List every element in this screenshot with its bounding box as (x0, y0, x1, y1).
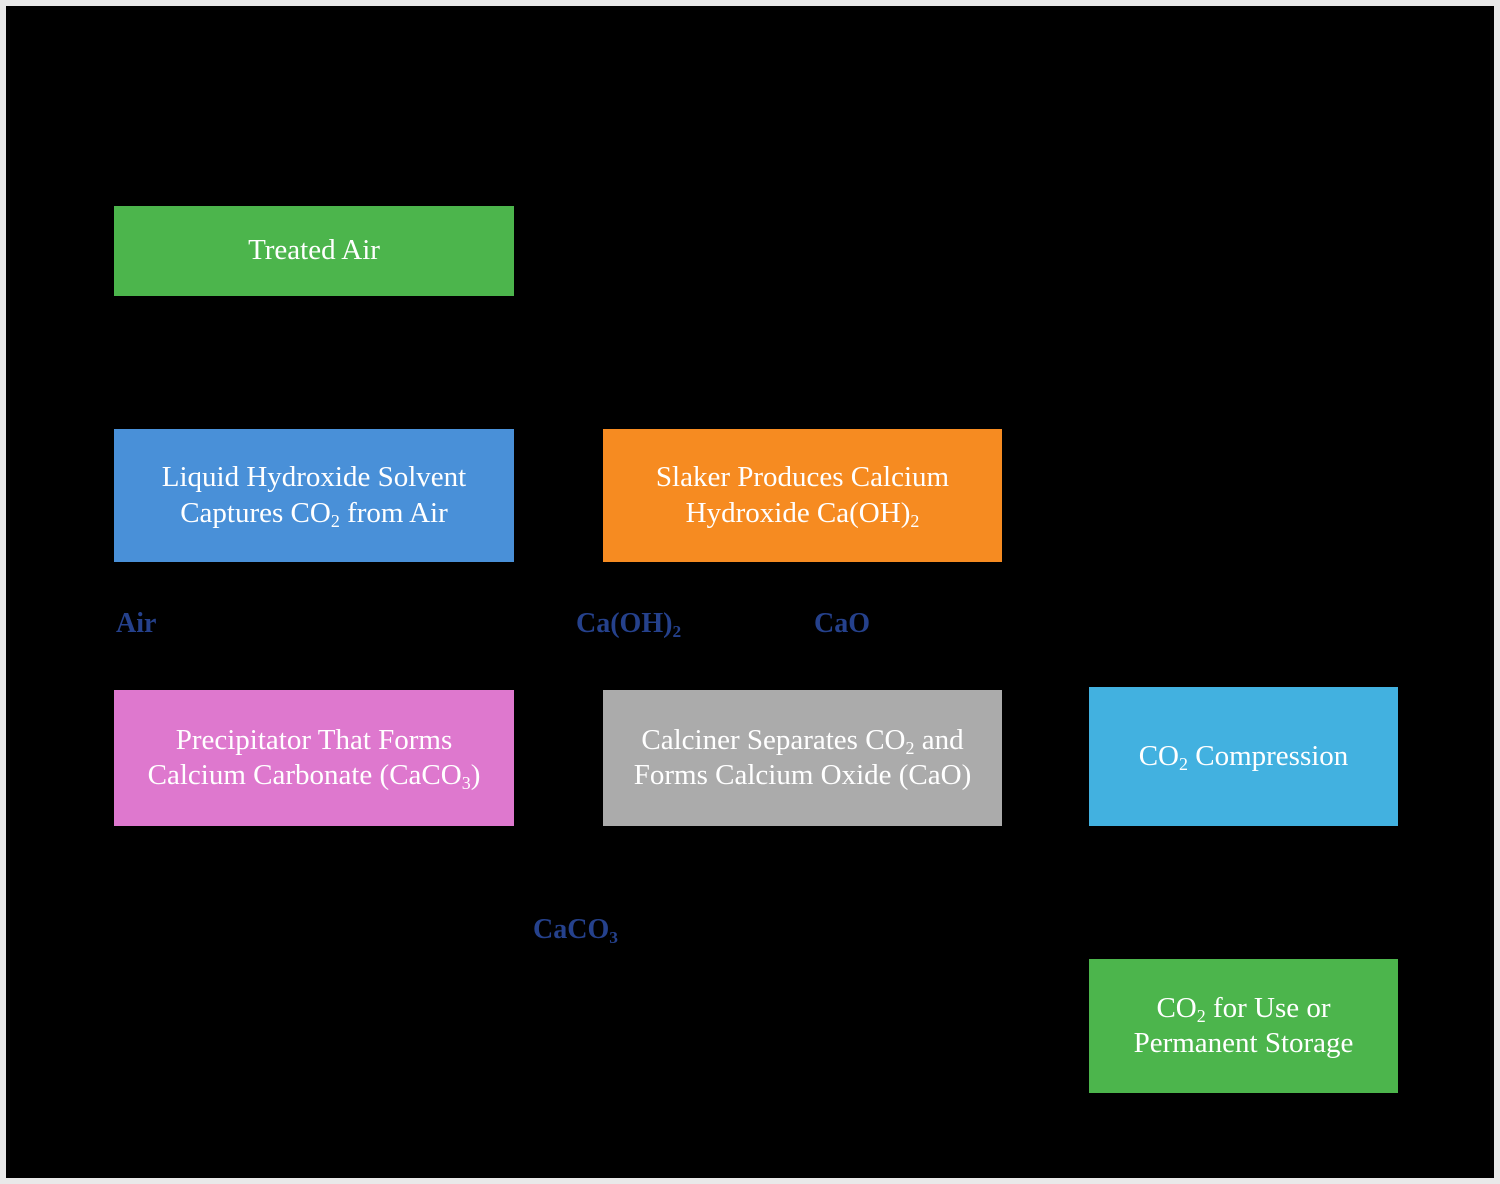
subscript: 2 (672, 622, 682, 642)
node-precipitator-label: Precipitator That Forms Calcium Carbonat… (124, 723, 504, 794)
text: Air (116, 608, 157, 639)
subscript: 2 (910, 510, 920, 531)
line-2: Permanent Storage (1133, 1027, 1354, 1059)
stream-label-calcium-oxide: CaO (814, 608, 870, 640)
line-1-a: CO (1156, 991, 1197, 1024)
line-1-b: and (914, 723, 964, 756)
line-1-a: CO (1138, 739, 1179, 772)
line-2-b: from Air (339, 496, 448, 529)
node-slaker-label: Slaker Produces Calcium Hydroxide Ca(OH)… (613, 460, 992, 531)
line-1-b: for Use or (1205, 991, 1331, 1024)
node-calciner-label: Calciner Separates CO2 and Forms Calcium… (613, 723, 992, 794)
subscript: 2 (330, 510, 340, 531)
node-co2-compression[interactable]: CO2 Compression (1089, 687, 1398, 826)
line-2-a: Hydroxide Ca(OH) (685, 496, 911, 529)
line-2-b: ) (470, 759, 481, 791)
node-treated-air[interactable]: Treated Air (114, 206, 514, 296)
node-solvent-capture[interactable]: Liquid Hydroxide Solvent Captures CO2 fr… (114, 429, 514, 562)
line-1: Liquid Hydroxide Solvent (161, 461, 467, 494)
line-2: Forms Calcium Oxide (CaO) (633, 759, 972, 791)
subscript: 2 (905, 738, 915, 759)
stream-label-calcium-carbonate: CaCO3 (533, 914, 618, 946)
node-slaker[interactable]: Slaker Produces Calcium Hydroxide Ca(OH)… (603, 429, 1002, 562)
subscript: 2 (1179, 754, 1188, 775)
line-1-b: Compression (1187, 739, 1349, 772)
stream-label-air: Air (116, 608, 156, 640)
node-calciner[interactable]: Calciner Separates CO2 and Forms Calcium… (603, 690, 1002, 826)
line-2-a: Captures CO (180, 496, 331, 529)
text: CaCO (533, 914, 610, 945)
node-treated-air-label: Treated Air (248, 234, 380, 267)
stream-label-calcium-hydroxide: Ca(OH)2 (576, 608, 681, 640)
node-co2-compression-label: CO2 Compression (1099, 739, 1388, 774)
line-1: Precipitator That Forms (175, 723, 453, 756)
text: CaO (814, 608, 870, 639)
text: Ca(OH) (576, 608, 673, 639)
node-solvent-capture-label: Liquid Hydroxide Solvent Captures CO2 fr… (124, 460, 504, 531)
subscript: 3 (609, 928, 618, 948)
line-1-a: Calciner Separates CO (641, 723, 906, 756)
line-2-a: Calcium Carbonate (CaCO (147, 759, 462, 791)
subscript: 2 (1196, 1006, 1206, 1027)
line-1: Slaker Produces Calcium (655, 461, 950, 494)
node-co2-storage-label: CO2 for Use or Permanent Storage (1099, 991, 1388, 1062)
subscript: 3 (461, 773, 471, 794)
node-precipitator[interactable]: Precipitator That Forms Calcium Carbonat… (114, 690, 514, 826)
node-co2-storage[interactable]: CO2 for Use or Permanent Storage (1089, 959, 1398, 1093)
